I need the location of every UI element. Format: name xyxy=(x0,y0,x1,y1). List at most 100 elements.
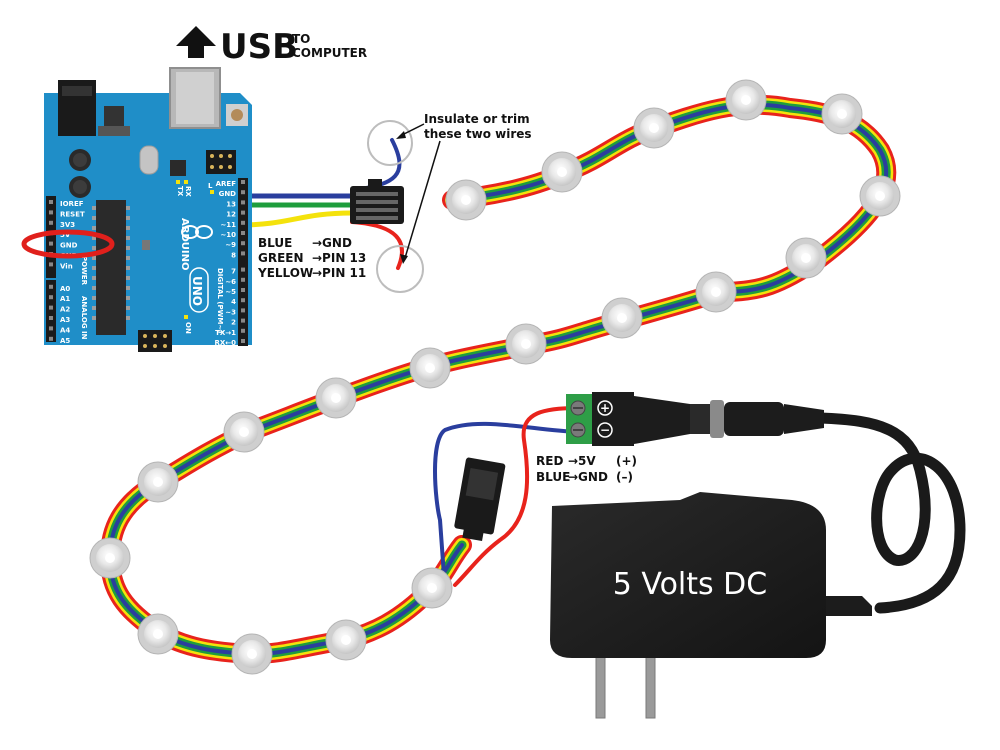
signal-row-yellow-wire: YELLOW xyxy=(257,266,313,280)
signal-row-green-target: →PIN 13 xyxy=(312,251,366,265)
power-injection-wires xyxy=(433,406,580,592)
insulate-note-line1: Insulate or trim xyxy=(424,112,530,126)
digital-pin-label: ~9 xyxy=(225,241,236,249)
power-analog-pin-label: A3 xyxy=(60,316,70,324)
signal-wiring-legend: BLUE →GND GREEN →PIN 13 YELLOW →PIN 11 xyxy=(257,236,366,280)
power-row-red-polarity: (+) xyxy=(616,454,637,468)
led-node xyxy=(785,237,827,279)
signal-yellow-wire xyxy=(237,210,355,228)
led-node xyxy=(633,107,675,149)
digital-section-label: DIGITAL (PWM~) xyxy=(216,268,224,333)
digital-pin-label: ~10 xyxy=(220,231,236,239)
digital-header xyxy=(238,178,248,346)
signal-row-green-wire: GREEN xyxy=(258,251,304,265)
power-row-red-wire: RED xyxy=(536,454,563,468)
insulate-arrow-bottom xyxy=(404,140,441,259)
digital-pin-label: ~11 xyxy=(220,221,236,229)
led-node xyxy=(601,297,643,339)
led-node xyxy=(137,613,179,655)
insulate-circle-top xyxy=(367,120,413,166)
plug-prong-right xyxy=(645,653,656,719)
jst-connector-bottom xyxy=(454,457,506,542)
arduino-logo-icon xyxy=(181,225,213,239)
power-analog-pin-label: IOREF xyxy=(60,200,84,208)
terminal-plus-symbol: + xyxy=(600,401,610,415)
tx-led-label: TX xyxy=(176,186,184,197)
digital-pin-label: TX→1 xyxy=(215,329,236,337)
led-nodes xyxy=(89,79,901,675)
led-node xyxy=(223,411,265,453)
insulate-circle-bottom xyxy=(376,245,424,293)
usb-sub-line2: COMPUTER xyxy=(292,46,367,60)
power-row-blue-polarity: (–) xyxy=(616,470,633,484)
analog-header xyxy=(46,280,56,342)
power-analog-pin-label: 5V xyxy=(60,231,71,239)
digital-pin-label: 2 xyxy=(231,319,236,327)
signal-row-blue-target: →GND xyxy=(312,236,352,250)
insulate-note: Insulate or trim these two wires xyxy=(396,112,532,264)
led-node xyxy=(695,271,737,313)
digital-pin-label: RX←0 xyxy=(214,339,236,347)
arduino-brand-text: ARDUINO xyxy=(179,218,190,270)
power-analog-pin-label: A0 xyxy=(60,285,70,293)
led-node xyxy=(505,323,547,365)
power-row-blue-wire: BLUE xyxy=(536,470,570,484)
power-analog-pin-label: A2 xyxy=(60,306,70,314)
led-node xyxy=(137,461,179,503)
l-led-label: L xyxy=(208,182,213,190)
digital-pin-label: ~3 xyxy=(225,308,236,316)
power-wiring-legend: RED →5V (+) BLUE →GND (–) xyxy=(536,454,637,484)
power-cable xyxy=(814,412,966,614)
digital-pin-label: 12 xyxy=(226,211,236,219)
arrow-up-icon xyxy=(176,26,216,58)
rx-led-label: RX xyxy=(184,186,192,197)
digital-pin-label: ~6 xyxy=(225,278,236,286)
led-node xyxy=(89,537,131,579)
power-adapter: 5 Volts DC xyxy=(550,492,872,719)
signal-row-blue-wire: BLUE xyxy=(258,236,292,250)
led-node xyxy=(859,175,901,217)
arduino-signal-wires xyxy=(237,193,355,228)
terminal-minus-symbol: − xyxy=(600,423,610,437)
digital-pin-label: 4 xyxy=(231,298,236,306)
led-node xyxy=(725,79,767,121)
digital-pin-label: ~5 xyxy=(225,288,236,296)
screw-terminal-adapter: + − xyxy=(566,392,824,446)
power-row-red-target: →5V xyxy=(568,454,596,468)
signal-row-yellow-target: →PIN 11 xyxy=(312,266,366,280)
led-node xyxy=(325,619,367,661)
led-node xyxy=(411,567,453,609)
plug-prong-left xyxy=(595,653,606,719)
power-red-wire xyxy=(453,406,580,587)
led-node xyxy=(445,179,487,221)
arrow-head-icon xyxy=(396,131,406,139)
arduino-board: ARDUINO UNO TX RX L ON DIGITAL (PWM~) PO… xyxy=(44,67,252,352)
led-node xyxy=(821,93,863,135)
5v-gnd-highlight xyxy=(21,229,115,259)
led-node xyxy=(409,347,451,389)
on-led-label: ON xyxy=(184,322,192,334)
power-analog-pin-label: RESET xyxy=(60,210,85,218)
usb-main-text: USB xyxy=(220,27,298,67)
power-analog-pin-label: A4 xyxy=(60,326,70,334)
arrow-head-icon xyxy=(400,254,408,264)
jst-connector-top xyxy=(350,179,404,224)
analog-section-label: ANALOG IN xyxy=(80,296,88,340)
adapter-voltage-label: 5 Volts DC xyxy=(613,567,767,602)
power-analog-pin-label: A5 xyxy=(60,337,70,345)
power-section-label: POWER xyxy=(80,256,88,286)
led-node xyxy=(231,633,273,675)
power-analog-pin-label: GND xyxy=(60,242,78,250)
power-blue-wire xyxy=(433,421,580,592)
uno-model-text: UNO xyxy=(190,276,204,306)
digital-pin-label: 7 xyxy=(231,268,236,276)
digital-pin-label: GND xyxy=(219,190,237,198)
led-node xyxy=(541,151,583,193)
power-analog-pin-label: A1 xyxy=(60,295,70,303)
digital-pin-label: 13 xyxy=(226,200,236,208)
insulate-note-line2: these two wires xyxy=(424,127,532,141)
atmega-chip xyxy=(96,200,126,335)
led-node xyxy=(315,377,357,419)
power-analog-pin-label: 3V3 xyxy=(60,221,75,229)
